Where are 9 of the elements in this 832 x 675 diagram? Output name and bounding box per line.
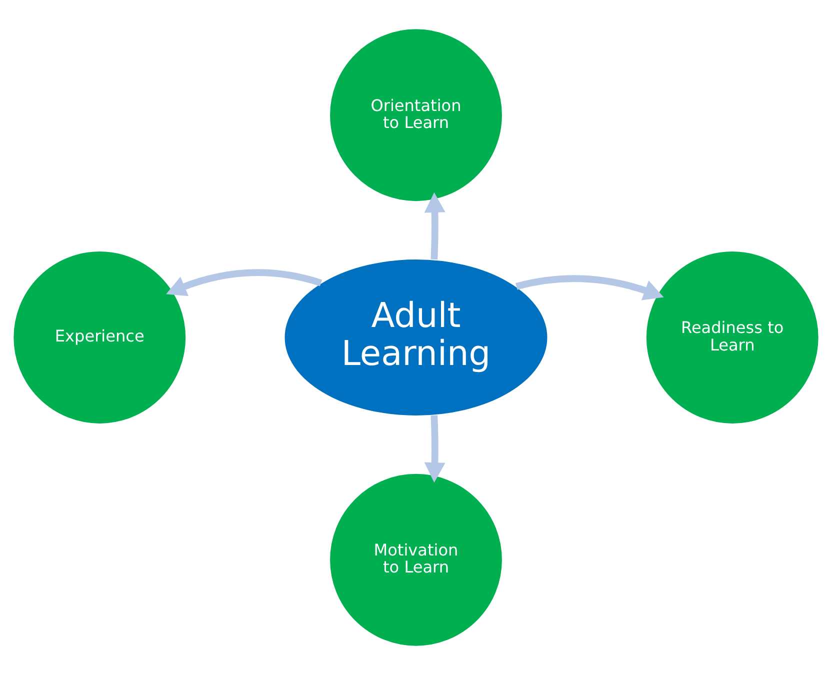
- arrow: [516, 275, 664, 300]
- node-circle: Motivation to Learn: [328, 472, 504, 647]
- node-ellipse: Adult Learning: [284, 258, 548, 417]
- node-circle: Experience: [12, 250, 187, 425]
- arrow: [166, 269, 322, 296]
- node-circle: Readiness to Learn: [645, 250, 820, 425]
- arrow: [424, 192, 446, 260]
- arrow: [424, 415, 446, 483]
- node-circle: Orientation to Learn: [328, 28, 504, 202]
